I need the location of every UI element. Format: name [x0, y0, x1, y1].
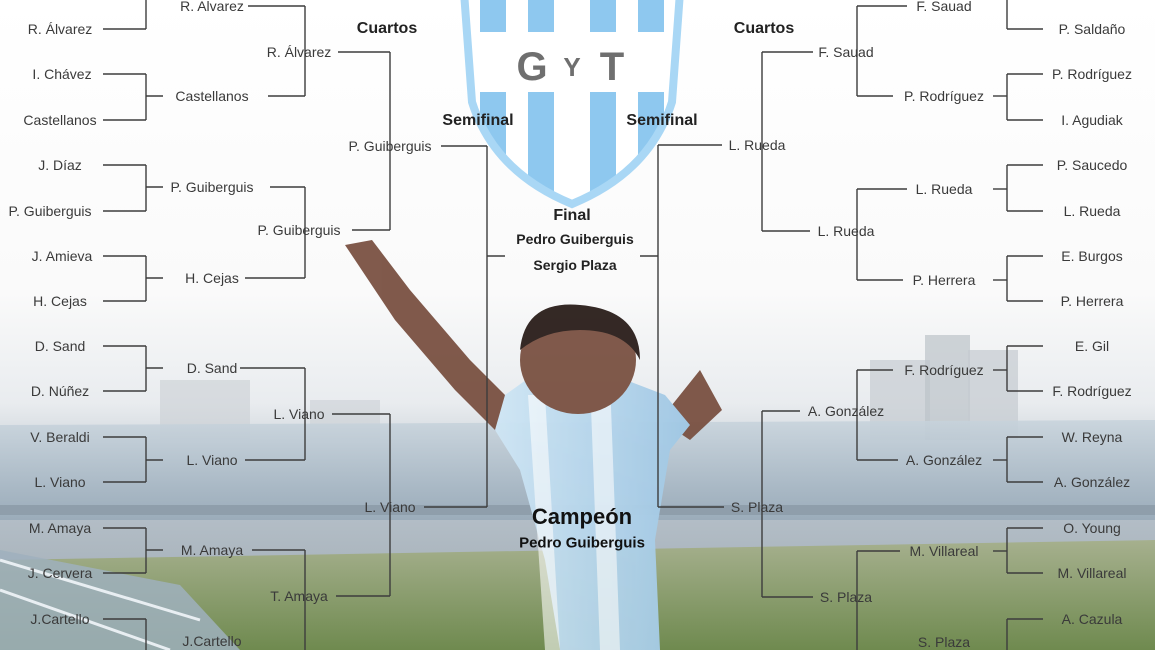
champion-label: Campeón: [531, 504, 633, 529]
heading-cuartos-right: Cuartos: [733, 20, 795, 37]
right-r1-6: P. Herrera: [1060, 293, 1124, 309]
crest-letter-t: T: [600, 45, 624, 89]
right-qf-0: F. Sauad: [818, 44, 874, 60]
left-r2-4: D. Sand: [186, 360, 238, 376]
left-r1-5: J. Amieva: [31, 248, 93, 264]
left-r2-2: P. Guiberguis: [170, 179, 254, 195]
right-r2-6: M. Villareal: [909, 543, 979, 559]
final-player-2: Sergio Plaza: [533, 257, 617, 273]
left-r2-3: H. Cejas: [185, 270, 239, 286]
left-r2-0: R. Alvarez: [180, 0, 244, 14]
right-sf-1: S. Plaza: [730, 499, 784, 515]
left-r2-6: M. Amaya: [180, 542, 244, 558]
right-r1-8: F. Rodríguez: [1052, 383, 1132, 399]
left-sf-0: P. Guiberguis: [348, 138, 432, 154]
left-r1-13: J.Cartello: [30, 611, 90, 627]
heading-semifinal-right: Semifinal: [626, 112, 698, 129]
left-r1-1: I. Chávez: [32, 66, 92, 82]
right-r1-2: I. Agudiak: [1061, 112, 1123, 128]
crest-letter-g: G: [516, 45, 547, 89]
right-sf-0: L. Rueda: [728, 137, 786, 153]
left-qf-3: T. Amaya: [270, 588, 328, 604]
right-r2-5: A. González: [905, 452, 983, 468]
left-qf-2: L. Viano: [273, 406, 325, 422]
right-r1-1: P. Rodríguez: [1052, 66, 1132, 82]
crest-letter-y: Y: [563, 52, 580, 82]
right-r1-7: E. Gil: [1074, 338, 1110, 354]
right-qf-1: L. Rueda: [817, 223, 875, 239]
left-r1-3: J. Díaz: [38, 157, 82, 173]
left-r2-5: L. Viano: [186, 452, 238, 468]
left-r1-7: D. Sand: [34, 338, 86, 354]
left-r1-6: H. Cejas: [33, 293, 87, 309]
right-r2-3: P. Herrera: [912, 272, 976, 288]
left-r2-7: J.Cartello: [182, 633, 242, 649]
right-r2-0: F. Sauad: [916, 0, 972, 14]
player-figure: [345, 240, 722, 650]
right-r1-10: A. González: [1053, 474, 1131, 490]
right-qf-3: S. Plaza: [819, 589, 873, 605]
right-qf-2: A. González: [807, 403, 885, 419]
champion-name: Pedro Guiberguis: [519, 534, 645, 552]
left-sf-1: L. Viano: [364, 499, 416, 515]
left-r1-10: L. Viano: [34, 474, 86, 490]
right-r1-12: M. Villareal: [1057, 565, 1127, 581]
left-r1-4: P. Guiberguis: [8, 203, 92, 219]
left-r1-12: J. Cervera: [27, 565, 93, 581]
right-r2-2: L. Rueda: [915, 181, 973, 197]
heading-cuartos-left: Cuartos: [356, 20, 418, 37]
right-r2-4: F. Rodríguez: [904, 362, 984, 378]
club-crest: G Y T: [460, 0, 684, 209]
right-r1-0: P. Saldaño: [1058, 21, 1126, 37]
left-r1-2: Castellanos: [23, 112, 97, 128]
left-r1-0: R. Álvarez: [27, 21, 93, 37]
heading-semifinal-left: Semifinal: [442, 112, 514, 129]
right-r1-3: P. Saucedo: [1056, 157, 1128, 173]
left-qf-0: R. Álvarez: [266, 44, 332, 60]
right-r1-13: A. Cazula: [1061, 611, 1123, 627]
left-qf-1: P. Guiberguis: [257, 222, 341, 238]
right-r1-5: E. Burgos: [1061, 248, 1123, 264]
left-r2-1: Castellanos: [175, 88, 249, 104]
right-r1-11: O. Young: [1063, 520, 1121, 536]
left-r1-11: M. Amaya: [28, 520, 92, 536]
right-r2-7: S. Plaza: [917, 634, 971, 650]
right-r1-4: L. Rueda: [1063, 203, 1121, 219]
left-r1-9: V. Beraldi: [30, 429, 90, 445]
right-r2-1: P. Rodríguez: [904, 88, 984, 104]
left-r1-8: D. Núñez: [30, 383, 90, 399]
right-r1-9: W. Reyna: [1061, 429, 1123, 445]
final-player-1: Pedro Guiberguis: [516, 231, 634, 247]
heading-final: Final: [553, 207, 591, 224]
